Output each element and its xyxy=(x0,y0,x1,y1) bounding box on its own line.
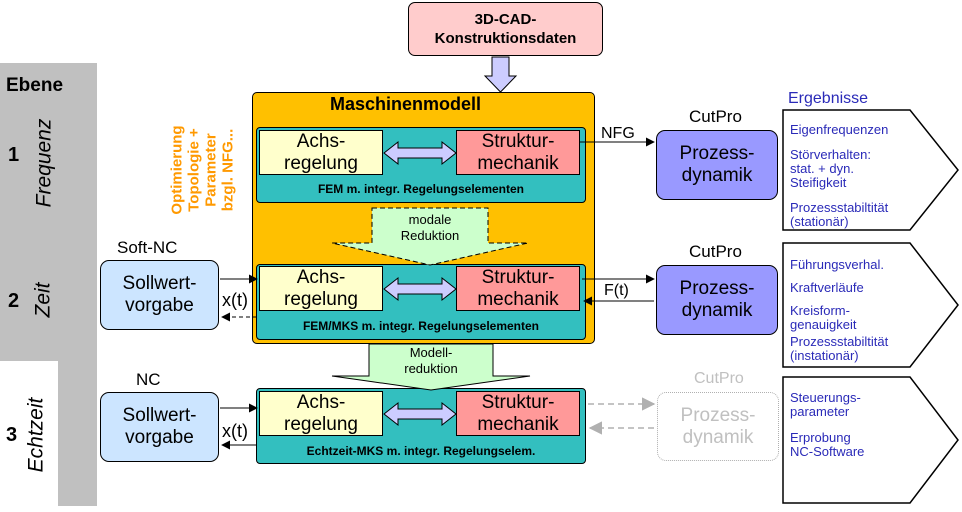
level-2-name-wrap: Zeit xyxy=(24,265,64,335)
level-3-number: 3 xyxy=(6,424,18,446)
fem-label-1: FEM m. integr. Regelungselementen xyxy=(317,182,525,196)
softnc-label: Soft-NC xyxy=(117,238,178,257)
modellreduktion-text: Modell-reduktion xyxy=(404,345,458,376)
level-band-1-2 xyxy=(0,63,97,361)
achs-regelung-3: Achs-regelung xyxy=(259,391,383,436)
cad-line-2: Konstruktionsdaten xyxy=(434,30,577,47)
fem-label-3: Echtzeit-MKS m. integr. Regelungselem. xyxy=(306,444,536,458)
achs-regelung-2: Achs-regelung xyxy=(259,266,383,311)
xt-label-3: x(t) xyxy=(222,421,248,441)
level-2-name: Zeit xyxy=(31,282,55,318)
ebene-label: Ebene xyxy=(6,75,64,96)
optimization-line-2: Topologie + xyxy=(185,128,203,212)
nc-label: NC xyxy=(136,370,161,389)
ergebnisse-title: Ergebnisse xyxy=(788,90,869,107)
cad-data-box: 3D-CAD- Konstruktionsdaten xyxy=(408,2,603,56)
fem-label-2: FEM/MKS m. integr. Regelungselementen xyxy=(302,319,540,333)
level-1-name: Frequenz xyxy=(32,118,55,207)
level-1-number: 1 xyxy=(8,144,20,166)
cad-line-1: 3D-CAD- xyxy=(474,11,537,28)
level-3-name-wrap: Echtzeit xyxy=(16,387,56,482)
optimization-line-3: Parameter xyxy=(202,133,220,207)
level-2-number: 2 xyxy=(8,290,20,312)
sollwert-vorgabe-3: Sollwert-vorgabe xyxy=(100,392,219,462)
level-1-name-wrap: Frequenz xyxy=(24,115,64,210)
struktur-mechanik-2: Struktur-mechanik xyxy=(456,266,580,311)
machine-model-title: Maschinenmodell xyxy=(330,94,482,114)
optimization-line-4: bzgl. NFG... xyxy=(219,128,237,212)
sollwert-vorgabe-2: Sollwert-vorgabe xyxy=(100,260,219,330)
results-3: Steuerungs- parameter Erprobung NC-Softw… xyxy=(790,390,865,459)
xt-label-2: x(t) xyxy=(222,290,248,310)
struktur-mechanik-3: Struktur-mechanik xyxy=(456,391,580,436)
results-1: Eigenfrequenzen Störverhalten: stat. + d… xyxy=(790,122,889,229)
cutpro-label-1: CutPro xyxy=(689,107,742,126)
cad-down-arrow xyxy=(483,56,518,93)
prozess-dynamik-1: Prozess-dynamik xyxy=(656,130,778,200)
nfg-label: NFG xyxy=(601,125,635,142)
cutpro-label-2: CutPro xyxy=(689,242,742,261)
results-2: Führungsverhal. Kraftverläufe Kreisform-… xyxy=(790,257,889,363)
level-band-3 xyxy=(58,361,97,506)
achs-regelung-1: Achs-regelung xyxy=(259,130,383,175)
ft-label: F(t) xyxy=(604,282,629,299)
optimization-note: Optimierung Topologie + Parameter bzgl. … xyxy=(148,110,258,230)
prozess-dynamik-3: Prozess-dynamik xyxy=(657,392,779,461)
cutpro-label-3: CutPro xyxy=(694,370,744,387)
prozess-dynamik-2: Prozess-dynamik xyxy=(656,265,778,335)
struktur-mechanik-1: Struktur-mechanik xyxy=(456,130,580,175)
optimization-line-1: Optimierung xyxy=(168,125,186,215)
level-3-name: Echtzeit xyxy=(24,397,48,472)
